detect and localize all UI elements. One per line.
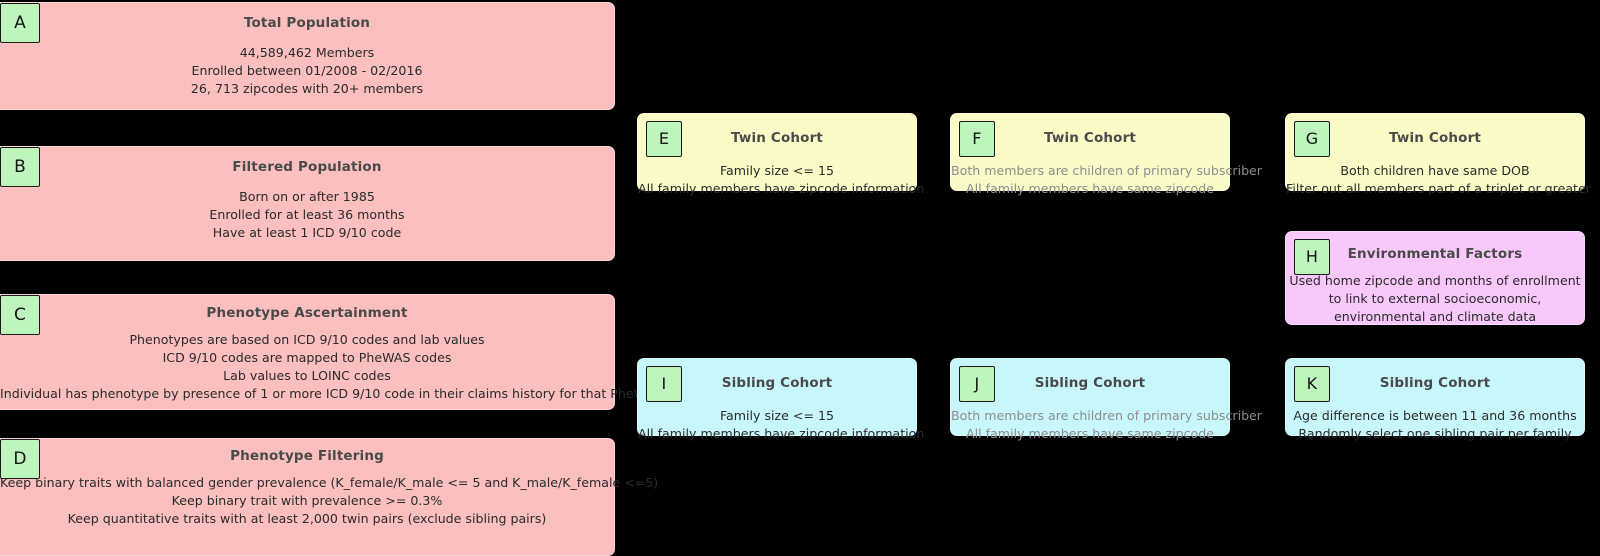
panel-body-c: Phenotypes are based on ICD 9/10 codes a…	[0, 331, 697, 403]
panel-twin-cohort-g: G Twin Cohort Both children have same DO…	[1285, 113, 1591, 196]
panel-body-line: ICD 9/10 codes are mapped to PheWAS code…	[162, 350, 452, 365]
panel-body-line: 26, 713 zipcodes with 20+ members	[190, 81, 424, 96]
panel-body-j: Both members are children of primary sub…	[951, 407, 1262, 443]
panel-body-line: Keep binary traits with balanced gender …	[0, 475, 659, 490]
panel-body-line: Phenotypes are based on ICD 9/10 codes a…	[129, 332, 485, 347]
panel-body-line: Both children have same DOB	[1340, 163, 1530, 178]
panel-badge-h: H	[1294, 239, 1330, 275]
panel-body-i: Family size <= 15 All family members have…	[638, 407, 925, 443]
panel-body-line: 44,589,462 Members	[239, 45, 375, 60]
panel-sibling-cohort-i: I Sibling Cohort Family size <= 15 All fa…	[637, 358, 924, 441]
panel-body-line: All family members have zipcode informat…	[638, 426, 925, 441]
panel-phenotype-filtering: D Phenotype Filtering Keep binary traits…	[0, 438, 659, 556]
panel-body-line: Both members are children of primary sub…	[951, 408, 1262, 423]
panel-twin-cohort-e: E Twin Cohort Family size <= 15 All famil…	[637, 113, 924, 196]
panel-body-g: Both children have same DOB Filter out al…	[1286, 162, 1591, 198]
panel-badge-c: C	[0, 295, 40, 335]
panel-body-line: All family members have same zipcode	[966, 181, 1214, 196]
panel-title-k: Sibling Cohort	[1379, 375, 1491, 391]
panel-body-k: Age difference is between 11 and 36 mont…	[1286, 407, 1584, 443]
panel-body-line: Both members are children of primary sub…	[951, 163, 1262, 178]
panel-title-g: Twin Cohort	[1389, 130, 1481, 146]
panel-body-line: Family size <= 15	[719, 163, 835, 178]
panel-badge-b: B	[0, 147, 40, 187]
panel-title-e: Twin Cohort	[731, 130, 823, 146]
panel-badge-d: D	[0, 439, 40, 479]
panel-sibling-cohort-j: J Sibling Cohort Both members are childr…	[950, 358, 1262, 441]
panel-body-f: Both members are children of primary sub…	[951, 162, 1262, 198]
panel-body-line: Age difference is between 11 and 36 mont…	[1293, 408, 1577, 423]
panel-body-line: Keep quantitative traits with at least 2…	[67, 511, 547, 526]
panel-title-h: Environmental Factors	[1347, 246, 1523, 262]
panel-body-line: Enrolled for at least 36 months	[209, 207, 405, 222]
panel-body-line: Filter out all members part of a triplet…	[1286, 181, 1591, 196]
panel-body-e: Family size <= 15 All family members have…	[638, 162, 925, 198]
panel-body-line: Randomly select one sibling pair per fam…	[1298, 426, 1572, 441]
panel-body-line: Family size <= 15	[719, 408, 835, 423]
panel-badge-a: A	[0, 3, 40, 43]
panel-badge-k: K	[1294, 366, 1330, 402]
panel-phenotype-ascertainment: C Phenotype Ascertainment Phenotypes are…	[0, 294, 697, 410]
panel-body-h: Used home zipcode and months of enrollme…	[1286, 272, 1584, 326]
panel-body-line: Lab values to LOINC codes	[223, 368, 391, 383]
panel-body-line: Enrolled between 01/2008 - 02/2016	[191, 63, 423, 78]
panel-body-line: Used home zipcode and months of enrollme…	[1289, 273, 1581, 324]
panel-title-a: Total Population	[243, 15, 371, 31]
panel-body-d: Keep binary traits with balanced gender …	[0, 474, 659, 528]
panel-title-i: Sibling Cohort	[721, 375, 833, 391]
panel-title-b: Filtered Population	[232, 159, 382, 175]
panel-badge-e: E	[646, 121, 682, 157]
panel-body-line: Born on or after 1985	[239, 189, 375, 204]
panel-title-d: Phenotype Filtering	[230, 448, 384, 464]
panel-filtered-population: B Filtered Population Born on or after 1…	[0, 146, 615, 261]
panel-badge-j: J	[959, 366, 995, 402]
panel-badge-f: F	[959, 121, 995, 157]
panel-body-line: Keep binary trait with prevalence >= 0.3…	[171, 493, 443, 508]
panel-environmental-factors: H Environmental Factors Used home zipcod…	[1285, 231, 1585, 325]
panel-badge-g: G	[1294, 121, 1330, 157]
panel-twin-cohort-f: F Twin Cohort Both members are children …	[950, 113, 1262, 196]
panel-body-line: All family members have zipcode informat…	[638, 181, 925, 196]
panel-body-line: Individual has phenotype by presence of …	[0, 386, 697, 401]
panel-sibling-cohort-k: K Sibling Cohort Age difference is betwe…	[1285, 358, 1585, 441]
panel-title-j: Sibling Cohort	[1034, 375, 1146, 391]
panel-body-line: All family members have same zipcode	[966, 426, 1214, 441]
panel-badge-i: I	[646, 366, 682, 402]
panel-title-f: Twin Cohort	[1044, 130, 1136, 146]
panel-title-c: Phenotype Ascertainment	[206, 305, 408, 321]
panel-body-line: Have at least 1 ICD 9/10 code	[212, 225, 402, 240]
